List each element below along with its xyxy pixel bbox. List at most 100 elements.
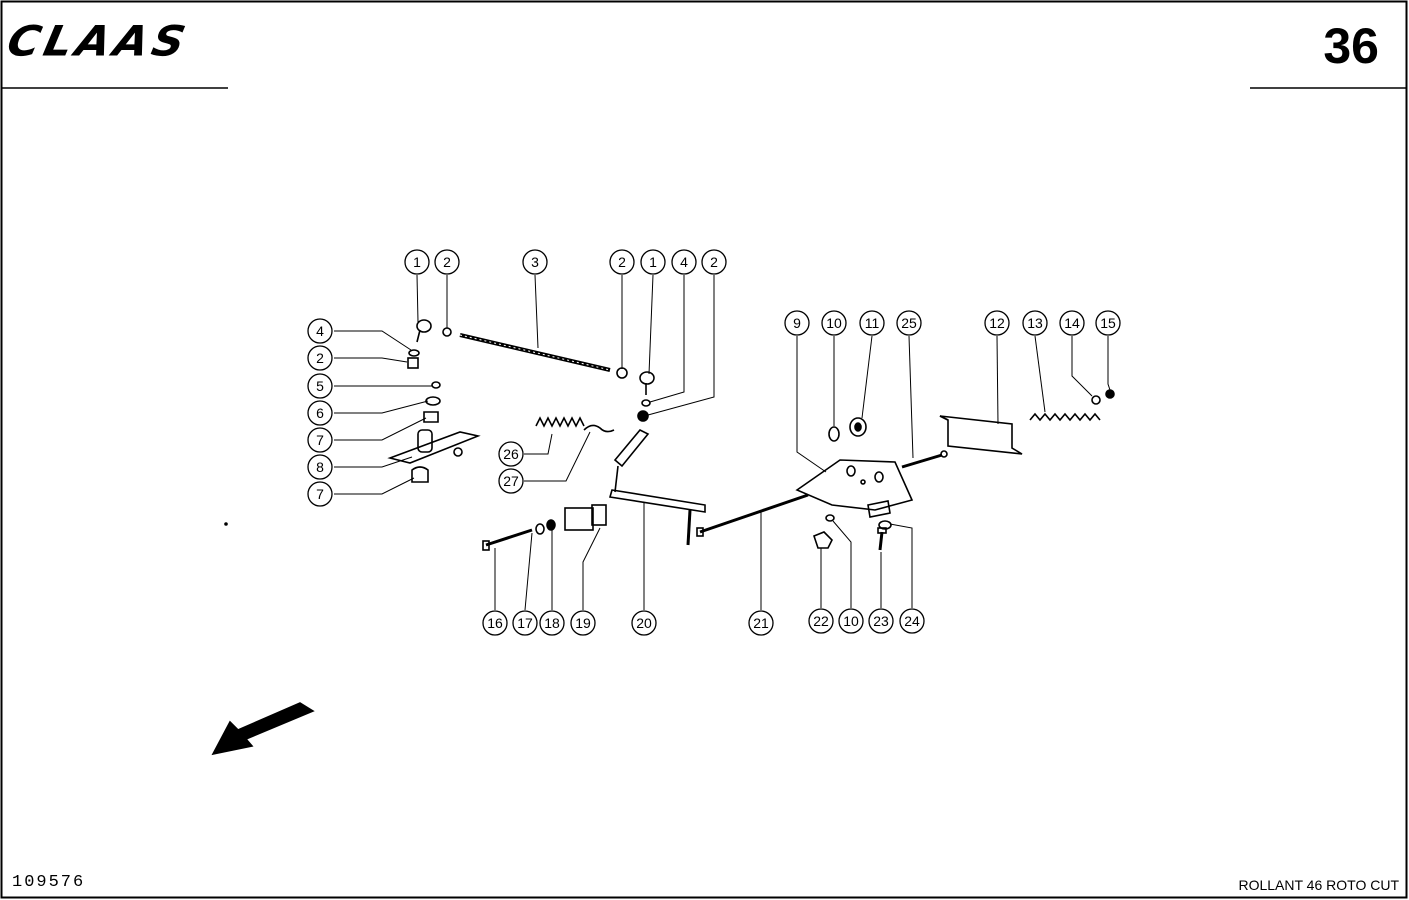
callout-3: 3 <box>522 249 548 275</box>
callout-circle <box>868 608 894 634</box>
callout-10: 10 <box>821 310 847 336</box>
callout-20: 20 <box>631 610 657 636</box>
nut-22-part <box>813 531 833 549</box>
callout-4: 4 <box>671 249 697 275</box>
washer-6-part <box>425 396 441 406</box>
bracket-12-part <box>939 415 1023 455</box>
page-number: 36 <box>1323 18 1379 74</box>
callout-19: 19 <box>570 610 596 636</box>
callout-7: 7 <box>307 427 333 453</box>
callout-2: 2 <box>434 249 460 275</box>
hook-27-part <box>583 424 615 433</box>
threaded-rod-21-part <box>696 493 809 537</box>
bolt-23-part <box>877 527 887 551</box>
callout-label: 1 <box>649 254 657 270</box>
callout-25: 25 <box>896 310 922 336</box>
callout-circle <box>631 610 657 636</box>
callout-11: 11 <box>859 310 885 336</box>
callout-label: 17 <box>517 615 533 631</box>
callout-10: 10 <box>838 608 864 634</box>
callout-label: 10 <box>843 613 859 629</box>
callout-circle <box>307 318 333 344</box>
callout-circle <box>434 249 460 275</box>
callout-27: 27 <box>498 468 524 494</box>
lever-bracket-20-part <box>608 429 706 546</box>
callout-circle <box>307 454 333 480</box>
callout-label: 2 <box>443 254 451 270</box>
callout-label: 12 <box>989 315 1005 331</box>
callout-circle <box>899 608 925 634</box>
threaded-rod-part <box>459 333 611 372</box>
callout-label: 21 <box>753 615 769 631</box>
callout-circle <box>1022 310 1048 336</box>
callout-circle <box>404 249 430 275</box>
callout-21: 21 <box>748 610 774 636</box>
nut-18-part <box>546 519 556 531</box>
nut-2d-part <box>407 357 419 369</box>
callout-label: 23 <box>873 613 889 629</box>
callout-17: 17 <box>512 610 538 636</box>
ring-10a-part <box>828 426 840 442</box>
clip-10b-part <box>825 514 835 522</box>
bolt-16-part <box>482 528 533 551</box>
bushing-7a-part <box>423 411 439 423</box>
callout-1: 1 <box>404 249 430 275</box>
callout-circle <box>748 610 774 636</box>
callout-circle <box>498 468 524 494</box>
callout-15: 15 <box>1095 310 1121 336</box>
callout-circle <box>1059 310 1085 336</box>
callout-circle <box>522 249 548 275</box>
bearing-11-part <box>849 417 867 437</box>
callout-circle <box>307 373 333 399</box>
plate-8-part <box>387 429 481 464</box>
callout-14: 14 <box>1059 310 1085 336</box>
callout-circle <box>838 608 864 634</box>
washer-4b-part <box>408 349 420 357</box>
exploded-parts <box>211 319 1115 756</box>
washer-17-part <box>535 523 545 535</box>
callout-label: 2 <box>316 350 324 366</box>
callout-2: 2 <box>701 249 727 275</box>
nut-15-part <box>1105 389 1115 399</box>
clip-5-part <box>431 381 441 389</box>
washer-4a-part <box>641 399 651 407</box>
callout-9: 9 <box>784 310 810 336</box>
model-name: ROLLANT 46 ROTO CUT <box>1238 877 1399 893</box>
callout-5: 5 <box>307 373 333 399</box>
callout-circle <box>821 310 847 336</box>
callout-label: 20 <box>636 615 652 631</box>
callout-2: 2 <box>307 345 333 371</box>
callout-16: 16 <box>482 610 508 636</box>
callout-label: 6 <box>316 405 324 421</box>
callout-12: 12 <box>984 310 1010 336</box>
callout-circle <box>808 608 834 634</box>
callout-circle <box>307 345 333 371</box>
callout-label: 13 <box>1027 315 1043 331</box>
arrow-down-left-icon <box>211 702 315 756</box>
washer-24-part <box>878 520 892 530</box>
callout-8: 8 <box>307 454 333 480</box>
nut-2c-part <box>637 410 649 422</box>
callout-label: 19 <box>575 615 591 631</box>
callout-label: 5 <box>316 378 324 394</box>
nut-2b-part <box>616 367 628 379</box>
callout-circle <box>512 610 538 636</box>
callout-circle <box>1095 310 1121 336</box>
callout-circle <box>784 310 810 336</box>
callout-23: 23 <box>868 608 894 634</box>
spring-26-part <box>535 416 585 428</box>
callout-label: 22 <box>813 613 829 629</box>
spring-13-part <box>1029 412 1101 422</box>
callout-label: 18 <box>544 615 560 631</box>
callout-label: 4 <box>680 254 688 270</box>
callout-circle <box>671 249 697 275</box>
callout-circle <box>307 427 333 453</box>
callout-circle <box>896 310 922 336</box>
callout-label: 8 <box>316 459 324 475</box>
callout-label: 1 <box>413 254 421 270</box>
callout-24: 24 <box>899 608 925 634</box>
callout-6: 6 <box>307 400 333 426</box>
callout-4: 4 <box>307 318 333 344</box>
callout-label: 26 <box>503 446 519 462</box>
